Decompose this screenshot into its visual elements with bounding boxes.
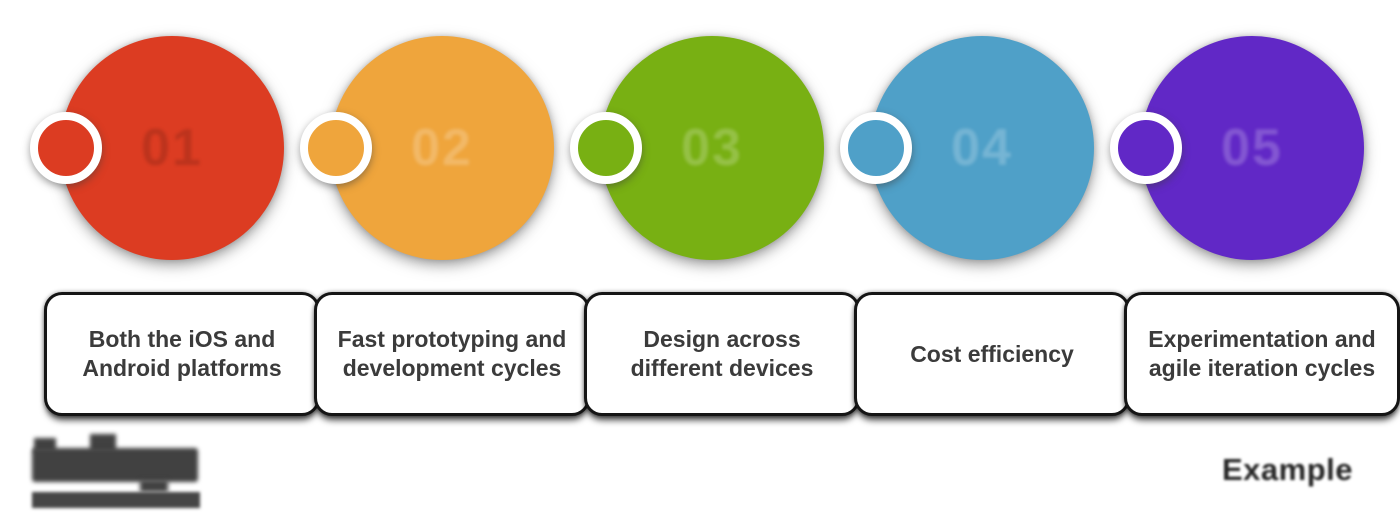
step-2-number: 02 — [411, 119, 473, 177]
brand-logo — [32, 434, 202, 512]
brand-wordmark-icon — [32, 448, 198, 482]
step-4-bullet-circle — [840, 112, 912, 184]
step-4-circle: 04 — [870, 36, 1094, 260]
step-2-bullet-circle — [300, 112, 372, 184]
step-3: 03 Design across different devices — [570, 0, 860, 430]
step-1-bullet-circle — [30, 112, 102, 184]
brand-underline-icon — [32, 492, 200, 508]
step-2-benefit-label: Fast prototyping and development cycles — [337, 326, 567, 381]
step-5-benefit-label: Experimentation and agile iteration cycl… — [1148, 326, 1376, 381]
step-4: 04 Cost efficiency — [840, 0, 1130, 430]
step-4-benefit-box: Cost efficiency — [854, 292, 1130, 416]
step-5: 05 Experimentation and agile iteration c… — [1110, 0, 1400, 430]
step-5-bullet-circle — [1110, 112, 1182, 184]
step-4-number: 04 — [951, 119, 1013, 177]
step-2: 02 Fast prototyping and development cycl… — [300, 0, 590, 430]
step-5-benefit-box: Experimentation and agile iteration cycl… — [1124, 292, 1400, 416]
step-1: 01 Both the iOS and Android platforms — [30, 0, 320, 430]
brand-wordmark-icon — [90, 434, 116, 452]
example-label: Example — [1222, 452, 1354, 487]
step-3-bullet-circle — [570, 112, 642, 184]
step-5-number: 05 — [1221, 119, 1283, 177]
step-1-number: 01 — [141, 119, 203, 177]
step-3-benefit-label: Design across different devices — [630, 326, 814, 381]
step-2-benefit-box: Fast prototyping and development cycles — [314, 292, 590, 416]
step-1-benefit-box: Both the iOS and Android platforms — [44, 292, 320, 416]
brand-wordmark-icon — [140, 480, 168, 492]
step-3-number: 03 — [681, 119, 743, 177]
step-3-benefit-box: Design across different devices — [584, 292, 860, 416]
step-4-benefit-label: Cost efficiency — [910, 340, 1074, 367]
step-1-benefit-label: Both the iOS and Android platforms — [82, 326, 282, 381]
